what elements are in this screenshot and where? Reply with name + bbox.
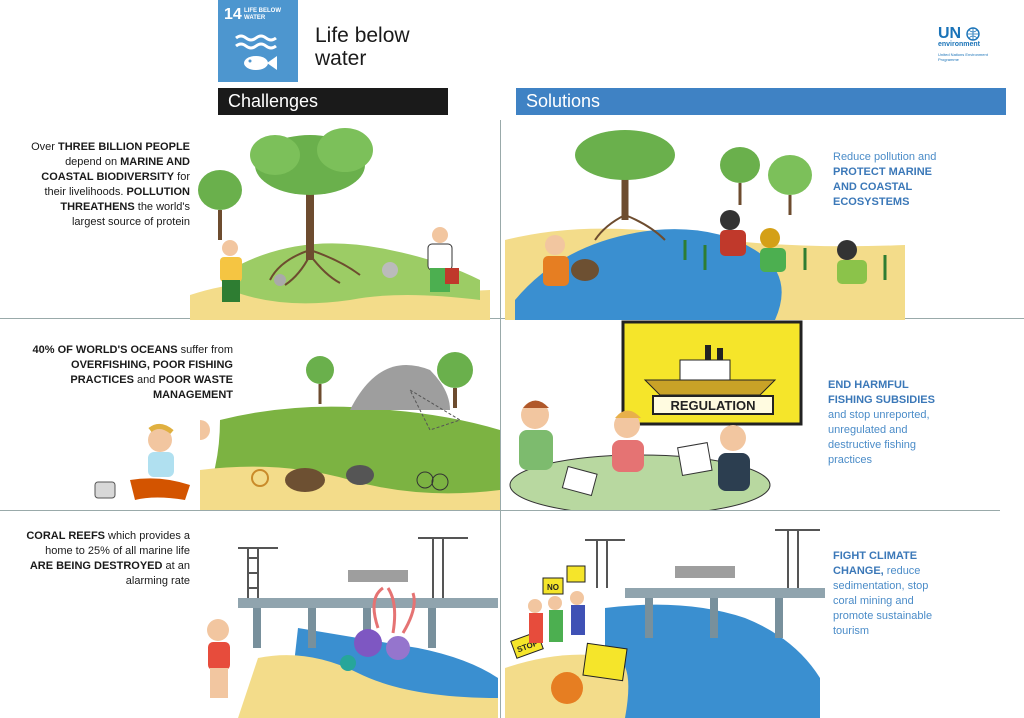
- mangrove-restoration-illustration: [505, 130, 905, 320]
- challenge-text-1: Over THREE BILLION PEOPLE depend on MARI…: [31, 141, 190, 228]
- fish-wave-icon: [235, 34, 277, 70]
- regulation-meeting-illustration: REGULATION: [509, 320, 803, 510]
- challenge-text-3: CORAL REEFS which provides a home to 25%…: [26, 530, 190, 587]
- challenges-header: Challenges: [218, 88, 448, 115]
- solution-text-1: Reduce pollution and PROTECT MARINE AND …: [833, 151, 937, 208]
- globe-icon: [966, 27, 980, 41]
- solution-text-3: FIGHT CLIMATE CHANGE, reduce sedimentati…: [833, 550, 933, 637]
- distressed-person-illustration: [94, 424, 190, 500]
- coral-destruction-illustration: [207, 537, 498, 718]
- solutions-header: Solutions: [516, 88, 1006, 115]
- goal-number: 14: [224, 6, 242, 23]
- ocean-waste-illustration: [200, 352, 500, 510]
- mangrove-pollution-illustration: [190, 128, 490, 320]
- row-divider-2: [0, 510, 1000, 511]
- un-environment-logo: UN environment United Nations Environmen…: [938, 25, 988, 62]
- column-divider: [500, 120, 501, 718]
- climate-protest-illustration: NO STOP: [505, 529, 825, 718]
- page-title: Life below water: [315, 24, 410, 70]
- regulation-sign-text: REGULATION: [671, 398, 756, 413]
- sdg-14-badge: 14 LIFE BELOW WATER: [218, 0, 298, 82]
- protest-sign-no: NO: [547, 583, 559, 592]
- badge-label: LIFE BELOW WATER: [244, 8, 281, 21]
- challenge-text-2: 40% OF WORLD'S OCEANS suffer from OVERFI…: [32, 344, 233, 401]
- solution-text-2: END HARMFUL FISHING SUBSIDIES and stop u…: [828, 379, 935, 466]
